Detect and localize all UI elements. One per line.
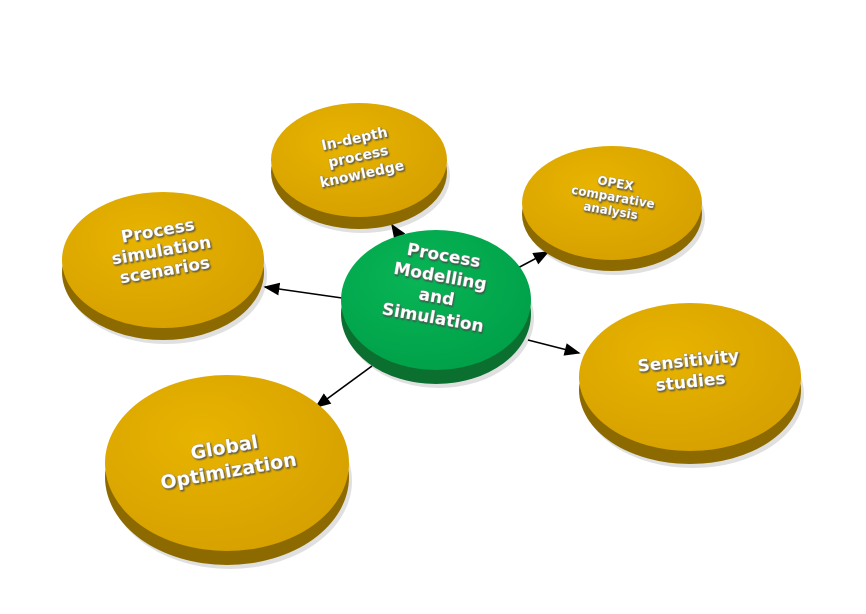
arrow-to-scenarios: [263, 282, 343, 299]
arrow-to-global: [314, 365, 373, 408]
disc-top: [579, 303, 801, 451]
disc-top: [271, 103, 447, 217]
node-label-line: OPEX: [596, 173, 635, 193]
disc-top: [62, 192, 264, 328]
disc-top: [341, 230, 531, 370]
disc-top: [522, 146, 702, 260]
disc-top: [105, 375, 349, 551]
arrow-to-sensitivity: [527, 339, 581, 356]
